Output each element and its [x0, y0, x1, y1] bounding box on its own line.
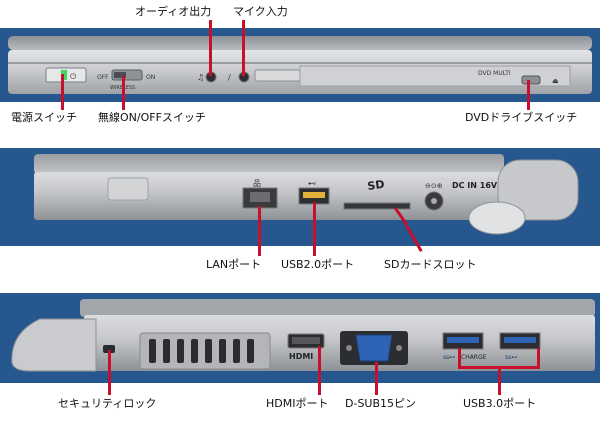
- callout-mic-in: [242, 20, 245, 76]
- label-audio-out: オーディオ出力: [135, 5, 212, 18]
- callout-usb3-right: [537, 348, 540, 368]
- security-lock-slot: [103, 345, 115, 353]
- svg-text:CHARGE: CHARGE: [461, 354, 487, 361]
- usb-icon: ⊷: [308, 179, 316, 188]
- dvd-switch: [521, 75, 541, 85]
- dsub15-port: [355, 334, 393, 362]
- label-lan-port: LANポート: [206, 258, 262, 271]
- label-security-lock: セキュリティロック: [58, 397, 157, 410]
- callout-security: [108, 350, 111, 395]
- label-mic-in: マイク入力: [233, 5, 288, 18]
- callout-usb3-left: [458, 348, 461, 368]
- dc-polarity-icon: ⊖⊙⊕: [425, 182, 443, 190]
- callout-usb2: [313, 202, 316, 256]
- label-usb3-port: USB3.0ポート: [463, 397, 537, 410]
- headphone-icon: ♫: [197, 73, 204, 82]
- label-dsub-port: D-SUB15ピン: [345, 397, 417, 410]
- dvd-bay: [299, 65, 571, 87]
- callout-lan: [258, 206, 261, 256]
- callout-wireless: [122, 76, 125, 110]
- svg-text:HDMI: HDMI: [289, 352, 313, 361]
- ss-usb-icon-2: ss⊷: [505, 354, 517, 361]
- callout-usb3-down: [498, 366, 501, 395]
- power-icon: ⏻: [70, 72, 77, 81]
- svg-text:DVD MULTI: DVD MULTI: [478, 70, 511, 77]
- callout-dvd: [527, 80, 530, 110]
- callout-power: [61, 74, 64, 110]
- label-usb2-port: USB2.0ポート: [281, 258, 355, 271]
- label-dvd-switch: DVDドライブスイッチ: [465, 111, 578, 124]
- sd-card-slot: [343, 202, 411, 210]
- label-hdmi-port: HDMIポート: [266, 397, 329, 410]
- callout-dsub: [375, 362, 378, 395]
- eject-icon: ⏏: [552, 77, 559, 85]
- sd-logo: SD: [367, 178, 386, 193]
- svg-text:DC IN 16V: DC IN 16V: [452, 181, 498, 190]
- lan-icon: 品: [253, 179, 261, 188]
- label-power-switch: 電源スイッチ: [11, 111, 77, 124]
- svg-text:ON: ON: [146, 74, 155, 81]
- mic-icon: /: [228, 73, 231, 82]
- front-edge-photo: ⏻ OFF ON WIRELESS ♫ / DVD MULTI ⏏: [0, 28, 600, 102]
- svg-text:OFF: OFF: [97, 74, 109, 81]
- label-wireless-switch: 無線ON/OFFスイッチ: [98, 111, 206, 124]
- callout-audio-out: [209, 20, 212, 76]
- left-side-photo: HDMI CHARGE ss⊷ ss⊷: [0, 293, 600, 383]
- callout-hdmi: [318, 346, 321, 395]
- ss-usb-icon: ss⊷: [443, 354, 455, 361]
- label-sd-slot: SDカードスロット: [384, 258, 477, 271]
- right-side-photo: 品 ⊷ SD DC IN 16V ⊖⊙⊕: [0, 148, 600, 246]
